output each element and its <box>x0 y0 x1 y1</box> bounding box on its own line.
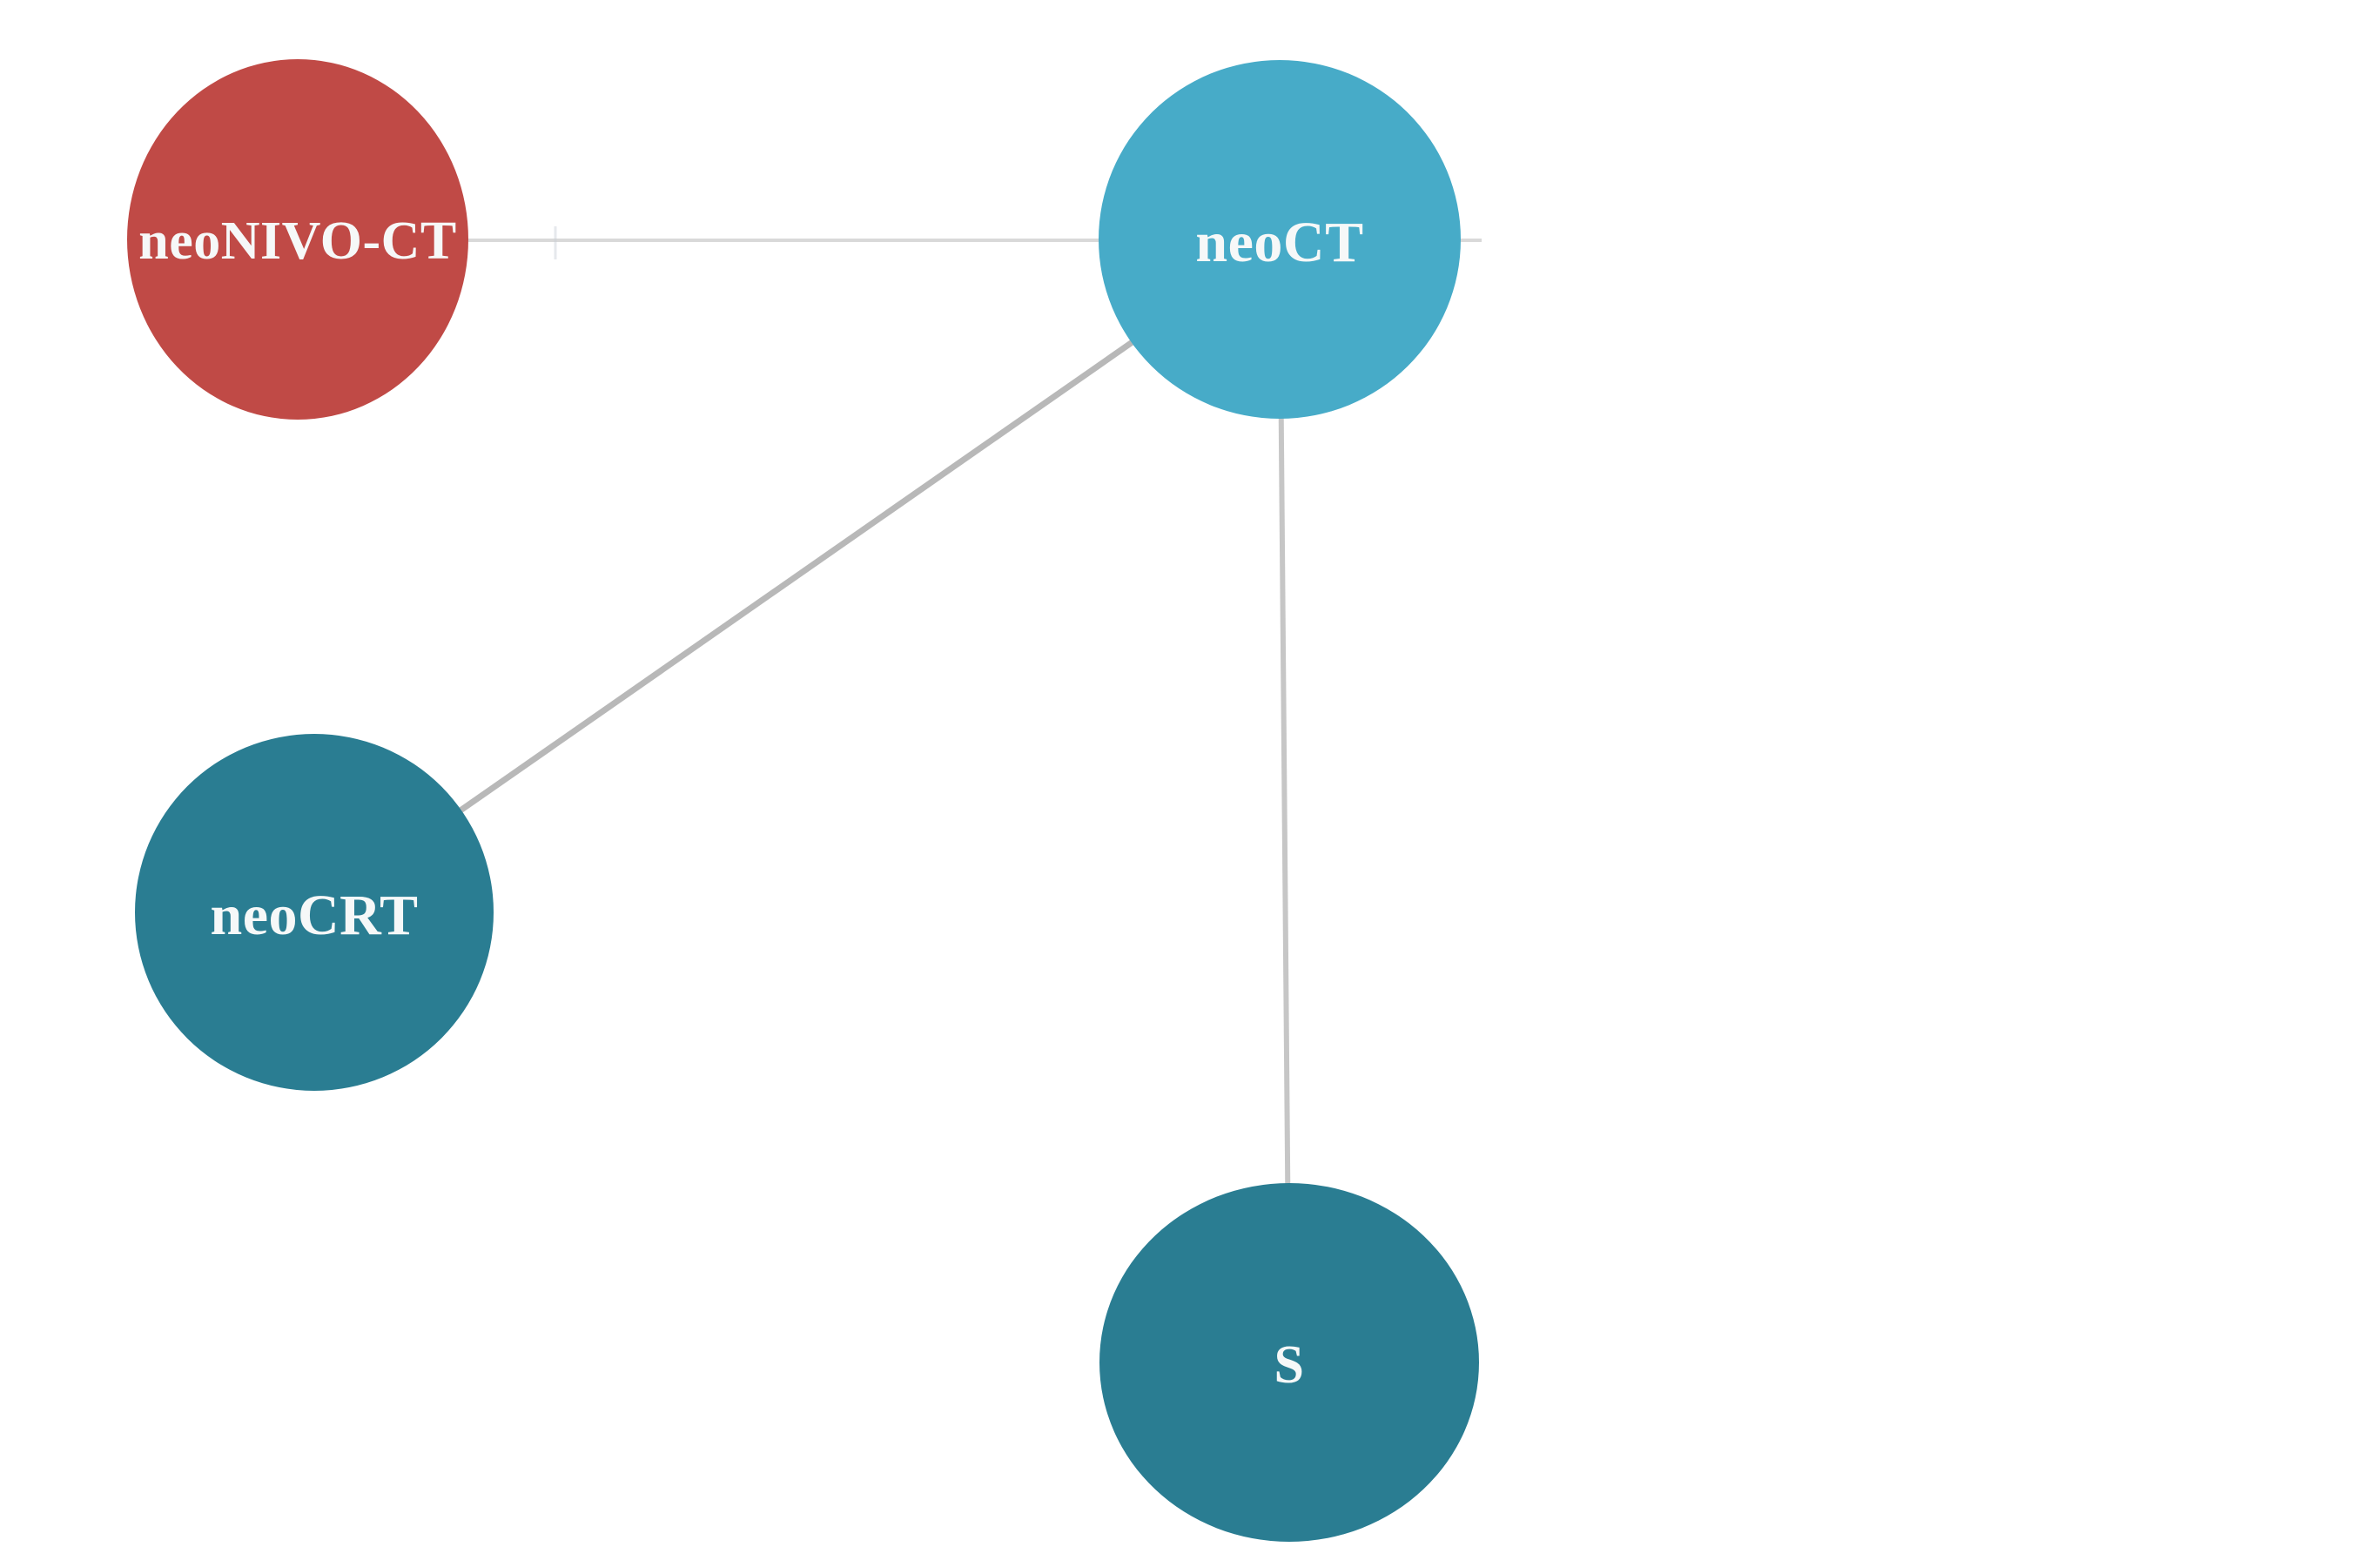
node-neoct-circle <box>1099 60 1461 419</box>
node-s-circle <box>1099 1183 1479 1542</box>
node-neocrt-circle <box>135 734 494 1091</box>
node-neoct-label: neoCT <box>1195 211 1363 274</box>
node-neocrt-label: neoCRT <box>210 884 418 947</box>
node-neonivoct-label: neoNIVO-CT <box>138 212 456 271</box>
edge-neoct-s <box>1277 239 1292 1363</box>
node-neoct: neoCT <box>1099 60 1461 419</box>
node-s-label: S <box>1274 1335 1305 1395</box>
node-neocrt: neoCRT <box>135 734 494 1091</box>
node-s: S <box>1099 1183 1479 1542</box>
node-neonivoct-circle <box>127 59 468 420</box>
edge-neocrt-neoct <box>312 237 1282 915</box>
node-neonivoct: neoNIVO-CT <box>127 59 468 420</box>
